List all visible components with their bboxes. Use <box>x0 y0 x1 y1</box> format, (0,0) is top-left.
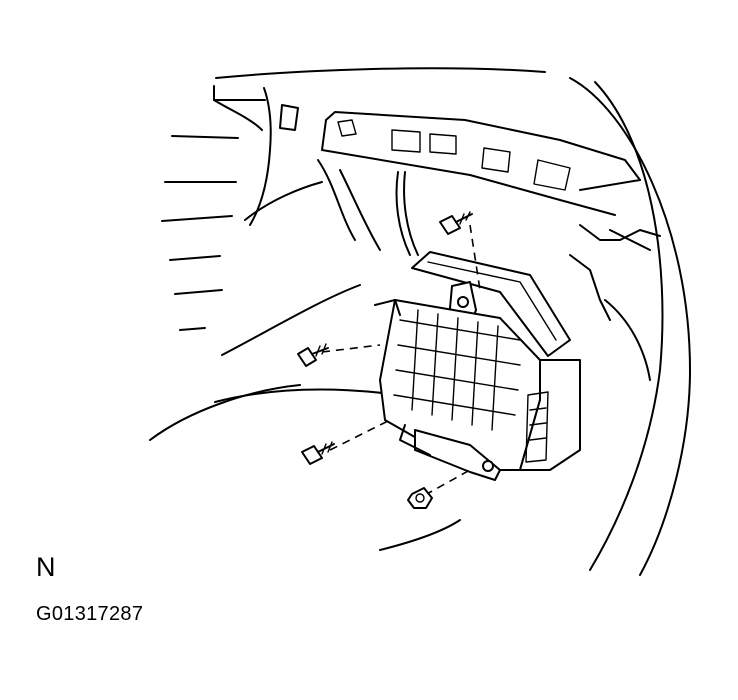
view-label: N <box>36 552 56 582</box>
fastener-alignment-lines <box>321 224 481 496</box>
figure-code: G01317287 <box>36 603 144 625</box>
door-trim-lines <box>161 85 299 331</box>
nut-bottom <box>407 487 433 509</box>
dashboard-outline <box>149 67 691 576</box>
bolt-upper-right <box>439 211 473 235</box>
bolt-left <box>297 343 329 367</box>
bolt-lower-left <box>301 441 335 465</box>
upper-panel-carrier <box>317 111 661 321</box>
control-unit <box>374 251 581 481</box>
